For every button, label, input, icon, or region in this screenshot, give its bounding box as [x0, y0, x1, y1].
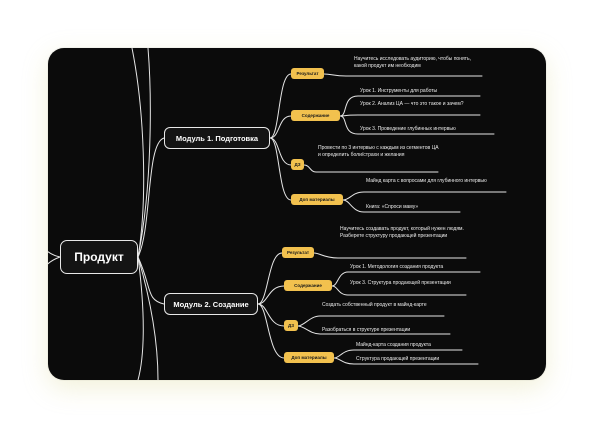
root-node[interactable]: Продукт — [60, 240, 138, 274]
m2-hw-tag[interactable]: ДЗ — [284, 320, 298, 331]
module-2-node[interactable]: Модуль 2. Создание — [164, 293, 258, 315]
m1-result-tag[interactable]: Результат — [291, 68, 324, 79]
m2-content-item-2: Урок 3. Структура продающей презентации — [350, 280, 451, 286]
m1-extra-item-2: Книга: «Спроси маму» — [366, 204, 419, 210]
m1-content-tag[interactable]: Содержание — [291, 110, 340, 121]
m1-content-item-3: Урок 3. Проведение глубинных интервью — [360, 126, 456, 132]
connector-lines — [48, 48, 507, 380]
m1-extra-item-1: Майнд карта с вопросами для глубинного и… — [366, 178, 487, 184]
m1-extra-tag[interactable]: Доп материалы — [291, 194, 343, 205]
m1-result-text: Научитесь исследовать аудиторию, чтобы п… — [354, 56, 471, 69]
m2-extra-tag[interactable]: Доп материалы — [284, 352, 334, 363]
m1-hw-text: Провести по 3 интервью с каждым из сегме… — [318, 145, 439, 158]
m1-content-item-2: Урок 2. Анализ ЦА — что это такое и заче… — [360, 101, 464, 107]
m2-content-item-1: Урок 1. Методология создания продукта — [350, 264, 444, 270]
m2-result-tag[interactable]: Результат — [282, 247, 314, 258]
m2-content-tag[interactable]: Содержание — [284, 280, 332, 291]
m1-hw-tag[interactable]: ДЗ — [291, 159, 304, 170]
m2-extra-item-1: Майнд-карта создания продукта — [356, 342, 431, 348]
mindmap-card: Продукт Модуль 1. Подготовка Модуль 2. С… — [48, 48, 546, 380]
module-1-node[interactable]: Модуль 1. Подготовка — [164, 127, 270, 149]
m2-extra-item-2: Структура продающей презентации — [356, 356, 440, 362]
m2-hw-item-1: Создать собственный продукт в майнд-карт… — [322, 302, 427, 308]
m1-content-item-1: Урок 1. Инструменты для работы — [360, 88, 438, 94]
m2-hw-item-2: Разобраться в структуре презентации — [322, 327, 411, 333]
m2-result-text: Научитесь создавать продукт, который нуж… — [340, 226, 464, 239]
